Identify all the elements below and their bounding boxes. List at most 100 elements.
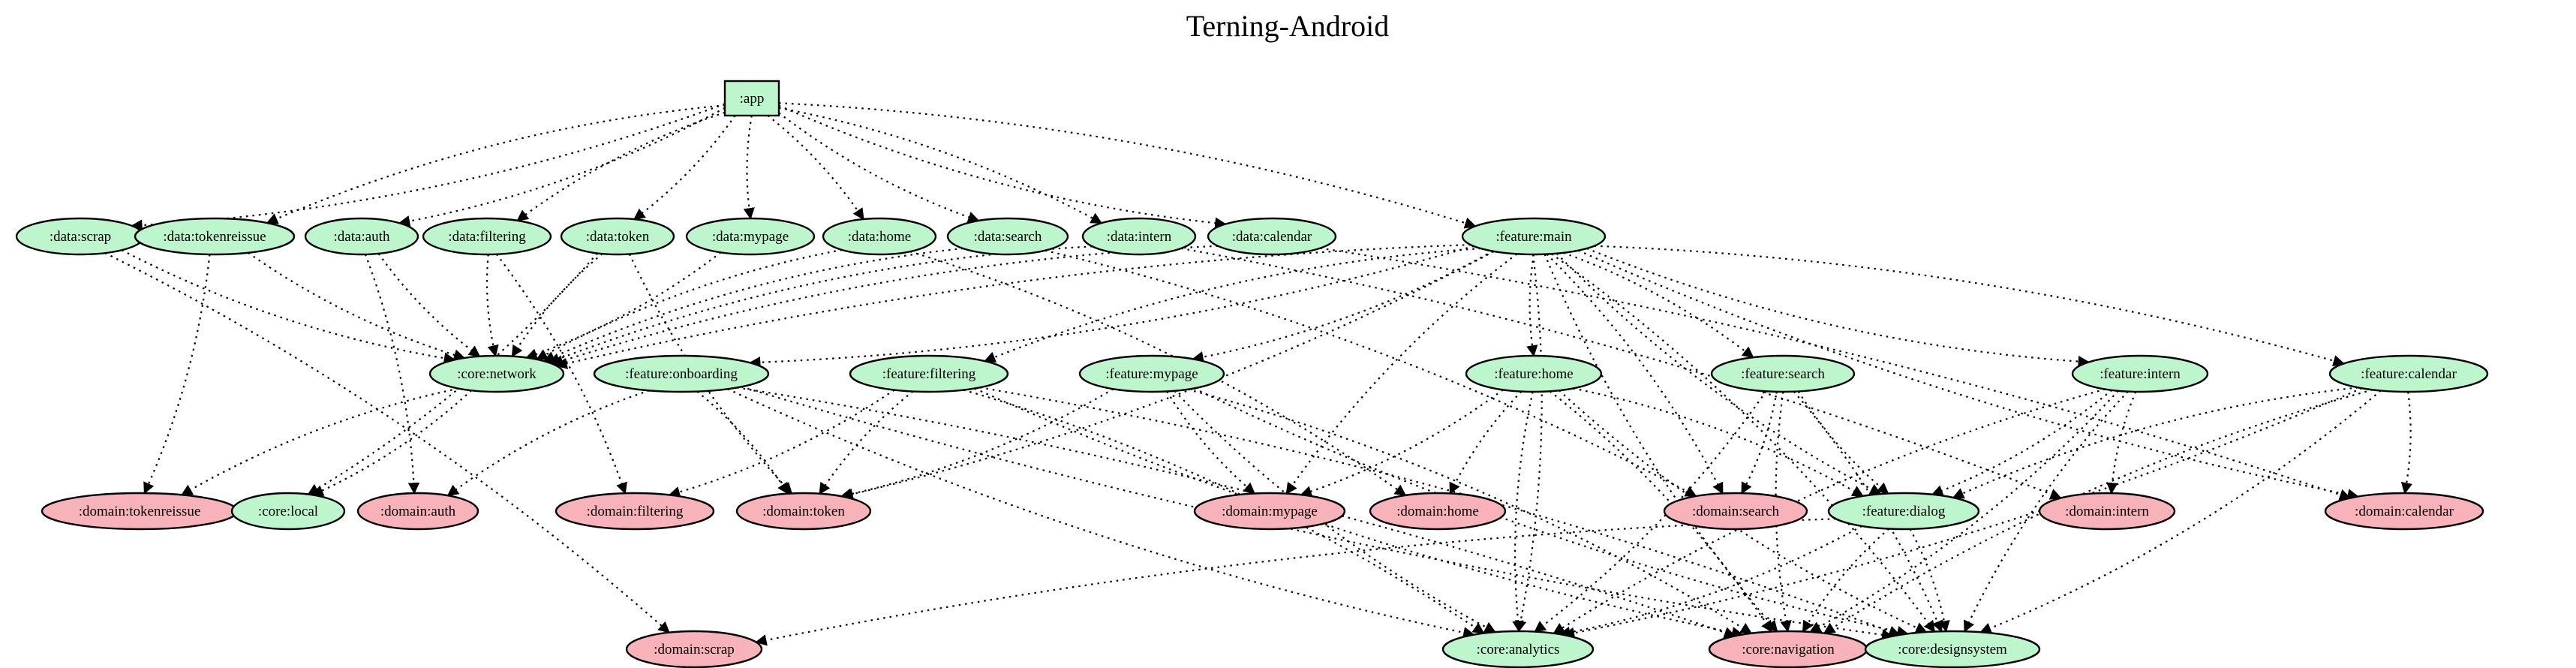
- node-shape: [849, 354, 1009, 393]
- edge-feature-dialog-to-core-designsystem: [1909, 528, 1950, 633]
- edge-app-to-feature-main: [778, 102, 1477, 229]
- node-shape: [735, 492, 872, 531]
- edge-data-home-to-core-network: [536, 248, 843, 360]
- node-feature-calendar: :feature:calendar: [2328, 354, 2489, 393]
- node-feature-home: :feature:home: [1465, 354, 1603, 393]
- edge-feature-calendar-to-core-designsystem: [1979, 390, 2382, 634]
- edge-feature-mypage-to-domain-mypage: [1166, 390, 1256, 495]
- edge-feature-main-to-feature-onboarding: [748, 245, 1474, 369]
- node-label: :feature:dialog: [1862, 504, 1946, 519]
- edge-app-to-data-token: [633, 115, 736, 221]
- node-label: :feature:mypage: [1105, 366, 1198, 382]
- node-label: :domain:intern: [2065, 504, 2149, 519]
- edge-feature-intern-to-core-navigation: [1809, 390, 2119, 633]
- node-label: :domain:mypage: [1222, 504, 1318, 519]
- node-data-mypage: :data:mypage: [685, 217, 816, 256]
- node-shape: [560, 217, 675, 256]
- node-domain-tokenreissue: :domain:tokenreissue: [41, 492, 239, 531]
- node-label: :domain:calendar: [2355, 504, 2454, 519]
- node-label: :domain:home: [1396, 504, 1479, 519]
- edge-feature-main-to-feature-home: [1526, 254, 1538, 357]
- node-label: :domain:filtering: [587, 504, 684, 519]
- node-label: :app: [740, 91, 765, 107]
- node-label: :feature:intern: [2100, 366, 2181, 382]
- edge-feature-dialog-to-core-analytics: [1559, 525, 1862, 639]
- node-domain-scrap: :domain:scrap: [625, 630, 763, 668]
- node-shape: [1827, 492, 1980, 531]
- edge-feature-filtering-to-domain-token: [819, 390, 914, 495]
- edge-feature-main-to-feature-calendar: [1594, 245, 2345, 367]
- edge-feature-main-to-core-navigation: [1543, 254, 1778, 633]
- node-label: :core:local: [258, 504, 318, 519]
- node-label: :core:analytics: [1477, 642, 1560, 657]
- node-shape: [230, 492, 346, 531]
- node-shape: [1663, 492, 1808, 531]
- node-label: :data:mypage: [712, 229, 789, 245]
- node-core-analytics: :core:analytics: [1441, 630, 1595, 668]
- node-data-auth: :data:auth: [304, 217, 419, 256]
- node-data-filtering: :data:filtering: [422, 217, 552, 256]
- node-shape: [1864, 630, 2041, 668]
- node-data-calendar: :data:calendar: [1207, 217, 1337, 256]
- node-shape: [1441, 630, 1595, 668]
- edge-data-token-to-domain-token: [628, 253, 793, 495]
- node-shape: [1081, 217, 1197, 256]
- edge-feature-mypage-to-domain-token: [840, 388, 1114, 500]
- edge-app-to-data-tokenreissue: [266, 104, 726, 224]
- node-shape: [593, 354, 770, 393]
- node-feature-mypage: :feature:mypage: [1078, 354, 1225, 393]
- edge-feature-main-to-core-network: [555, 244, 1471, 369]
- edge-feature-intern-to-core-analytics: [1553, 388, 2106, 634]
- edge-feature-main-to-domain-calendar: [1577, 249, 2359, 501]
- node-label: :domain:tokenreissue: [79, 504, 201, 519]
- edge-feature-onboarding-to-core-designsystem: [741, 386, 1894, 641]
- node-label: :data:search: [974, 229, 1042, 245]
- edge-feature-filtering-to-core-designsystem: [979, 387, 1901, 637]
- node-shape: [422, 217, 552, 256]
- node-feature-main: :feature:main: [1461, 217, 1607, 256]
- edge-data-search-to-core-network: [543, 247, 963, 363]
- edge-feature-onboarding-to-core-analytics: [727, 388, 1475, 639]
- edge-feature-main-to-domain-search: [1546, 253, 1724, 495]
- node-shape: [2038, 492, 2176, 531]
- edge-feature-calendar-to-feature-dialog: [1952, 387, 2358, 499]
- edge-feature-main-to-feature-mypage: [1192, 250, 1493, 363]
- node-domain-token: :domain:token: [735, 492, 872, 531]
- edge-feature-main-to-feature-search: [1563, 251, 1754, 359]
- node-feature-filtering: :feature:filtering: [849, 354, 1009, 393]
- node-label: :data:token: [586, 229, 650, 245]
- edge-data-tokenreissue-to-core-network: [248, 251, 466, 361]
- edge-data-calendar-to-domain-calendar: [1320, 247, 2352, 501]
- node-label: :core:designsystem: [1898, 642, 2007, 657]
- edge-feature-intern-to-domain-intern: [2106, 391, 2137, 495]
- edge-feature-dialog-to-core-navigation: [1802, 528, 1890, 633]
- edge-data-auth-to-core-network: [377, 253, 481, 357]
- edge-feature-calendar-to-core-navigation: [1823, 389, 2373, 634]
- node-label: :data:tokenreissue: [163, 229, 266, 245]
- node-domain-mypage: :domain:mypage: [1193, 492, 1346, 531]
- edge-feature-search-to-domain-search: [1741, 391, 1778, 495]
- node-shape: [1078, 354, 1225, 393]
- node-shape: [1207, 217, 1337, 256]
- node-data-token: :data:token: [560, 217, 675, 256]
- node-feature-dialog: :feature:dialog: [1827, 492, 1980, 531]
- node-label: :domain:scrap: [654, 642, 735, 657]
- node-shape: [428, 354, 565, 393]
- edge-feature-intern-to-core-designsystem: [1964, 390, 2129, 633]
- node-shape: [723, 80, 780, 117]
- node-shape: [822, 217, 937, 256]
- node-layer: :app:data:scrap:data:tokenreissue:data:a…: [15, 80, 2489, 668]
- edge-feature-main-to-feature-filtering: [984, 247, 1481, 363]
- node-label: :feature:main: [1495, 229, 1572, 245]
- node-shape: [946, 217, 1069, 256]
- edge-feature-search-to-feature-dialog: [1797, 390, 1889, 495]
- node-shape: [2328, 354, 2489, 393]
- node-data-home: :data:home: [822, 217, 937, 256]
- node-shape: [304, 217, 419, 256]
- node-shape: [555, 492, 715, 531]
- node-domain-auth: :domain:auth: [356, 492, 479, 531]
- node-label: :data:intern: [1107, 229, 1172, 245]
- node-data-search: :data:search: [946, 217, 1069, 256]
- node-feature-search: :feature:search: [1710, 354, 1856, 393]
- node-shape: [1193, 492, 1346, 531]
